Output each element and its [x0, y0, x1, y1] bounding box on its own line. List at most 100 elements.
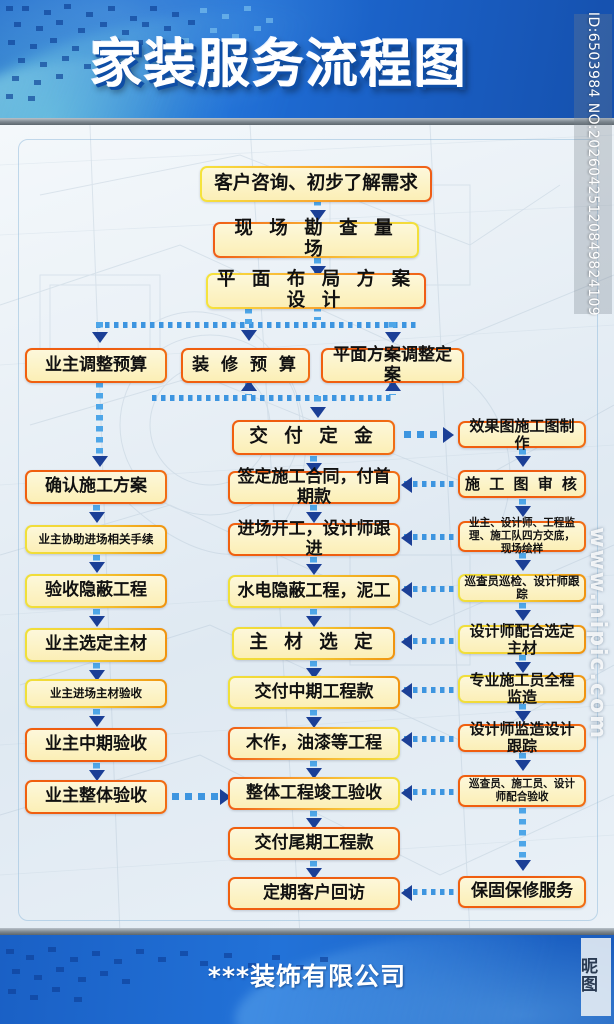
flow-box-t2[interactable]: 现 场 勘 查 量 场	[213, 218, 419, 260]
flow-box-l1[interactable]: 确认施工方案	[25, 470, 167, 504]
flow-box-b3[interactable]: 平面方案调整定案	[321, 345, 464, 385]
arrow-l3-l4-icon	[88, 616, 105, 627]
flow-box-r7-label: 设计师监造设计跟踪	[469, 720, 575, 755]
connector-c8-c9	[310, 811, 317, 821]
flow-box-b1[interactable]: 业主调整预算	[25, 348, 167, 383]
flow-box-b1-label: 业主调整预算	[45, 354, 147, 375]
connector-c7-r7	[404, 736, 454, 742]
flow-box-r1[interactable]: 效果图施工图制作	[458, 417, 586, 451]
flow-box-c6[interactable]: 交付中期工程款	[228, 676, 400, 709]
flow-box-r8-label: 巡查员、施工员、设计师配合验收	[469, 777, 575, 803]
footer-divider	[0, 928, 614, 935]
flow-box-c10[interactable]: 定期客户回访	[228, 877, 400, 910]
flow-box-l5[interactable]: 业主进场主材验收	[25, 679, 167, 708]
arrow-c9-c10-icon	[305, 868, 322, 879]
flow-box-r9[interactable]: 保固保修服务	[458, 876, 586, 908]
flow-box-r1-label: 效果图施工图制作	[469, 416, 575, 452]
flow-box-t3[interactable]: 平 面 布 局 方 案 设 计	[206, 269, 426, 311]
arrow-r2-r3-icon	[514, 506, 531, 517]
flow-box-l2[interactable]: 业主协助进场相关手续	[25, 525, 167, 554]
flow-box-l1-label: 确认施工方案	[45, 476, 147, 497]
flow-box-c7[interactable]: 木作，油漆等工程	[228, 727, 400, 760]
arrow-l1-l2-icon	[88, 512, 105, 523]
watermark-corner-text: 昵图	[581, 957, 598, 995]
arrow-c8-r8-icon	[401, 784, 412, 801]
connector-r4-r5	[519, 603, 526, 613]
connector-l6-l7	[93, 763, 100, 773]
flow-box-l3[interactable]: 验收隐蔽工程	[25, 574, 167, 608]
connector-l4-l5	[93, 663, 100, 673]
footer-company-name: ***装饰有限公司	[207, 962, 407, 991]
connector-c8-r8	[404, 789, 454, 795]
header-dot-pattern-icon	[6, 4, 273, 101]
flow-box-r8[interactable]: 巡查员、施工员、设计师配合验收	[458, 775, 586, 807]
flow-box-b2[interactable]: 装 修 预 算	[181, 348, 310, 383]
arrow-bus-b1-icon	[91, 332, 108, 343]
flow-box-l7[interactable]: 业主整体验收	[25, 780, 167, 814]
watermark-id-bar: ID:6503984 NO:20260425120849824109	[574, 12, 612, 316]
arrow-c2-c3-icon	[305, 512, 322, 523]
connector-c6-c7	[310, 710, 317, 720]
flow-box-r9-label: 保固保修服务	[471, 881, 573, 902]
flow-box-l2-label: 业主协助进场相关手续	[38, 532, 154, 547]
flow-box-l4-label: 业主选定主材	[45, 634, 147, 655]
arrow-c7-r7-icon	[401, 731, 412, 748]
flow-box-r3[interactable]: 业主、设计师、工程监理、施工队四方交底，现场绘样	[458, 517, 586, 555]
flow-box-r5-label: 设计师配合选定主材	[469, 621, 575, 657]
flow-box-c8[interactable]: 整体工程竣工验收	[228, 777, 400, 810]
arrow-c1-c2-icon	[305, 463, 322, 474]
arrow-c4-r4-icon	[401, 581, 412, 598]
flow-box-c3[interactable]: 进场开工，设计师跟进	[228, 520, 400, 558]
arrow-l6-l7-icon	[88, 770, 105, 781]
flow-box-b3-label: 平面方案调整定案	[333, 345, 452, 385]
arrow-feedback-c1-icon	[309, 407, 326, 418]
arrow-c8-c9-icon	[305, 818, 322, 829]
connector-l3-l4	[93, 609, 100, 619]
flow-box-l6[interactable]: 业主中期验收	[25, 728, 167, 762]
flow-box-c4[interactable]: 水电隐蔽工程，泥工	[228, 575, 400, 608]
connector-c9-c10	[310, 861, 317, 871]
flow-box-r2-label: 施 工 图 审 核	[465, 474, 579, 493]
flow-box-t1[interactable]: 客户咨询、初步了解需求	[200, 166, 432, 202]
connector-bus-b1	[96, 322, 103, 338]
arrow-r5-r6-icon	[514, 662, 531, 673]
connector-feedback-bus	[152, 395, 394, 401]
watermark-corner-badge: 昵图	[581, 938, 611, 1016]
arrow-r6-r7-icon	[514, 711, 531, 722]
arrow-c6-c7-icon	[305, 717, 322, 728]
flow-box-l4[interactable]: 业主选定主材	[25, 628, 167, 662]
flow-box-r4[interactable]: 巡查员巡检、设计师跟踪	[458, 574, 586, 602]
connector-t1-t2	[314, 200, 321, 218]
flow-box-r2[interactable]: 施 工 图 审 核	[458, 470, 586, 498]
flow-box-r7[interactable]: 设计师监造设计跟踪	[458, 720, 586, 755]
arrow-bus-b3-icon	[384, 332, 401, 343]
flow-box-c1[interactable]: 交 付 定 金	[232, 420, 395, 455]
footer-dot-pattern-icon	[6, 947, 352, 1002]
flow-box-t3-label: 平 面 布 局 方 案 设 计	[216, 269, 416, 311]
header-divider	[0, 118, 614, 125]
connector-l2-l3	[93, 555, 100, 565]
arrow-b1-l1-icon	[91, 456, 108, 467]
connector-c7-c8	[310, 761, 317, 771]
arrow-c2-r2-icon	[401, 476, 412, 493]
flow-box-l6-label: 业主中期验收	[45, 734, 147, 755]
flow-box-c5[interactable]: 主 材 选 定	[232, 627, 395, 660]
arrow-l2-l3-icon	[88, 562, 105, 573]
connector-feedback-c1	[314, 396, 321, 414]
flow-box-c9[interactable]: 交付尾期工程款	[228, 827, 400, 860]
flow-box-l7-label: 业主整体验收	[45, 786, 147, 807]
arrow-c3-r3-icon	[401, 529, 412, 546]
arrow-t2-t3-icon	[309, 266, 326, 277]
flow-box-r6[interactable]: 专业施工员全程监造	[458, 672, 586, 705]
arrow-l4-l5-icon	[88, 670, 105, 681]
connector-bus-b2	[245, 308, 252, 324]
flow-box-r5[interactable]: 设计师配合选定主材	[458, 621, 586, 657]
connector-c2-r2	[404, 481, 454, 487]
flow-box-c2[interactable]: 签定施工合同，付首期款	[228, 468, 400, 506]
arrow-bus-b2-icon	[240, 330, 257, 341]
connector-l7-c8	[172, 793, 224, 800]
poster-title: 家装服务流程图	[90, 35, 469, 95]
flow-box-l3-label: 验收隐蔽工程	[45, 580, 147, 601]
connector-l5-l6	[93, 709, 100, 719]
flow-box-c1-label: 交 付 定 金	[249, 426, 378, 448]
